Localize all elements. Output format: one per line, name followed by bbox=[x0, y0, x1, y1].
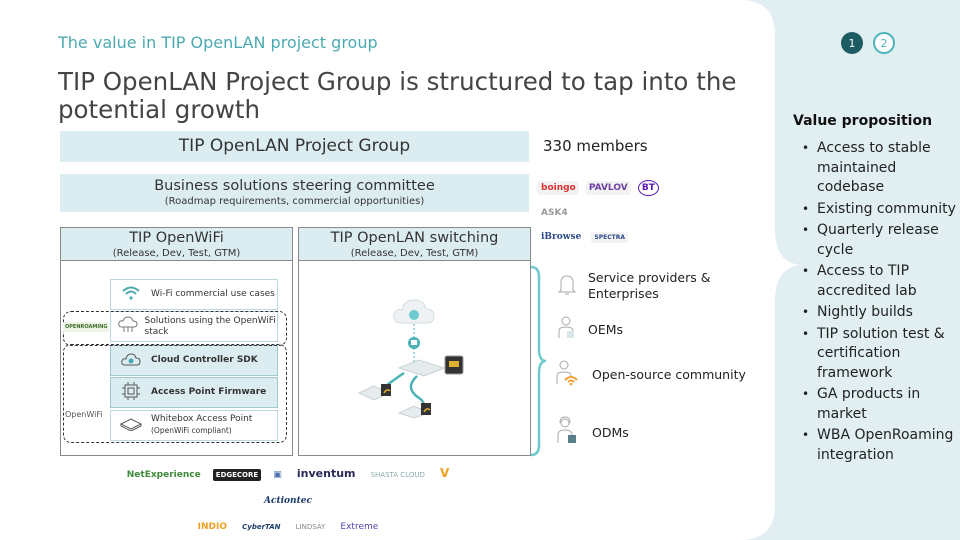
value-proposition-title: Value proposition bbox=[793, 113, 933, 129]
person-icon bbox=[552, 314, 582, 345]
logo-pavlov: PAVLOV bbox=[585, 181, 631, 195]
switching-title: TIP OpenLAN switching bbox=[330, 230, 499, 246]
logo-extreme: Extreme bbox=[340, 522, 379, 532]
whitebox-label: Whitebox Access Point bbox=[151, 414, 253, 424]
project-group-bar: TIP OpenLAN Project Group bbox=[60, 131, 529, 162]
logo-actiontec: Actiontec bbox=[264, 496, 312, 506]
headset-person-icon bbox=[552, 415, 582, 450]
list-item: Nightly builds bbox=[800, 303, 960, 323]
stakeholder-oems: OEMs bbox=[552, 314, 623, 345]
members-count: 330 members bbox=[543, 137, 648, 155]
logo-bt: BT bbox=[637, 180, 659, 196]
logo-indio: INDIO bbox=[197, 522, 228, 532]
member-logos: boingo PAVLOV BT ASK4 iBrowse SPECTRA bbox=[538, 175, 698, 248]
openwifi-header: TIP OpenWiFi (Release, Dev, Test, GTM) bbox=[61, 228, 292, 261]
person-wifi-icon bbox=[552, 358, 582, 391]
logo-netexperience: NetExperience bbox=[126, 470, 201, 480]
steering-subtitle: (Roadmap requirements, commercial opport… bbox=[164, 196, 425, 207]
steering-title: Business solutions steering committee bbox=[154, 178, 435, 194]
stack-label: Solutions using the OpenWiFi stack bbox=[144, 315, 276, 337]
stakeholder-label: ODMs bbox=[592, 424, 629, 440]
steering-committee-bar: Business solutions steering committee (R… bbox=[60, 174, 529, 212]
logo-ask4: ASK4 bbox=[538, 206, 571, 220]
cloud-network-icon bbox=[111, 315, 145, 338]
page-1-button[interactable]: 1 bbox=[841, 32, 863, 54]
list-item: WBA OpenRoaming integration bbox=[800, 426, 960, 465]
logo-spectra: SPECTRA bbox=[591, 232, 628, 243]
stakeholder-label: OEMs bbox=[588, 321, 624, 337]
stakeholder-odms: ODMs bbox=[552, 415, 629, 450]
vendor-logos: NetExperience EDGECORE ▣ inventum SHASTA… bbox=[100, 462, 480, 540]
logo-v: V bbox=[439, 466, 450, 480]
stack-whitebox-ap: Whitebox Access Point (OpenWiFi complian… bbox=[110, 410, 278, 441]
stakeholder-label: Open-source community bbox=[592, 366, 746, 382]
stakeholder-open-source: Open-source community bbox=[552, 358, 746, 391]
access-point-icon bbox=[111, 417, 151, 435]
stack-label: Access Point Firmware bbox=[151, 387, 267, 397]
list-item: Access to stable maintained codebase bbox=[800, 139, 960, 198]
curly-brace bbox=[530, 265, 547, 457]
logo-edgecore: EDGECORE bbox=[212, 469, 262, 481]
openwifi-logo: OpenWiFi bbox=[65, 410, 103, 419]
list-item: GA products in market bbox=[800, 385, 960, 424]
logo-shasta-cloud: SHASTA CLOUD bbox=[370, 471, 425, 479]
bell-icon bbox=[552, 272, 582, 301]
stack-cloud-controller-sdk: Cloud Controller SDK bbox=[110, 345, 278, 376]
openwifi-subtitle: (Release, Dev, Test, GTM) bbox=[112, 248, 241, 259]
stakeholder-label: Service providers & Enterprises bbox=[588, 270, 711, 301]
openwifi-title: TIP OpenWiFi bbox=[129, 230, 224, 246]
stakeholder-service-providers: Service providers & Enterprises bbox=[552, 270, 738, 302]
value-proposition-list: Access to stable maintained codebase Exi… bbox=[800, 139, 960, 467]
stack-ap-firmware: Access Point Firmware bbox=[110, 377, 278, 408]
stack-label: Wi-Fi commercial use cases bbox=[151, 289, 275, 299]
switching-network-diagram bbox=[357, 299, 464, 418]
switching-column: TIP OpenLAN switching (Release, Dev, Tes… bbox=[298, 227, 531, 456]
switching-header: TIP OpenLAN switching (Release, Dev, Tes… bbox=[299, 228, 530, 261]
logo-inventum: inventum bbox=[296, 467, 356, 480]
logo-ibrowse: iBrowse bbox=[538, 230, 585, 244]
list-item: Quarterly release cycle bbox=[800, 221, 960, 260]
openwifi-dashed-boundary bbox=[63, 344, 287, 443]
list-item: Access to TIP accredited lab bbox=[800, 262, 960, 301]
stack-label: Cloud Controller SDK bbox=[151, 355, 258, 365]
openwifi-column: TIP OpenWiFi (Release, Dev, Test, GTM) W… bbox=[60, 227, 293, 456]
stack-label: Whitebox Access Point (OpenWiFi complian… bbox=[151, 414, 252, 437]
logo-cybertan: CyberTAN bbox=[242, 523, 281, 531]
list-item: Existing community bbox=[800, 200, 960, 220]
openroaming-logo: OPENROAMING bbox=[63, 322, 110, 332]
logo-boingo: boingo bbox=[538, 181, 579, 195]
switching-subtitle: (Release, Dev, Test, GTM) bbox=[350, 248, 479, 259]
list-item: TIP solution test & certification framew… bbox=[800, 325, 960, 384]
whitebox-sublabel: (OpenWiFi compliant) bbox=[151, 426, 232, 435]
logo-lindsay: LINDSAY bbox=[295, 523, 326, 531]
wifi-icon bbox=[111, 285, 151, 305]
pager: 1 2 bbox=[841, 32, 895, 54]
stack-wifi-use-cases: Wi-Fi commercial use cases bbox=[110, 279, 278, 310]
logo-generic: ▣ bbox=[273, 470, 282, 480]
page-title: TIP OpenLAN Project Group is structured … bbox=[58, 67, 737, 124]
page-2-button[interactable]: 2 bbox=[873, 32, 895, 54]
section-subtitle: The value in TIP OpenLAN project group bbox=[58, 33, 378, 52]
cloud-gear-icon bbox=[111, 351, 151, 371]
chip-icon bbox=[111, 381, 151, 405]
